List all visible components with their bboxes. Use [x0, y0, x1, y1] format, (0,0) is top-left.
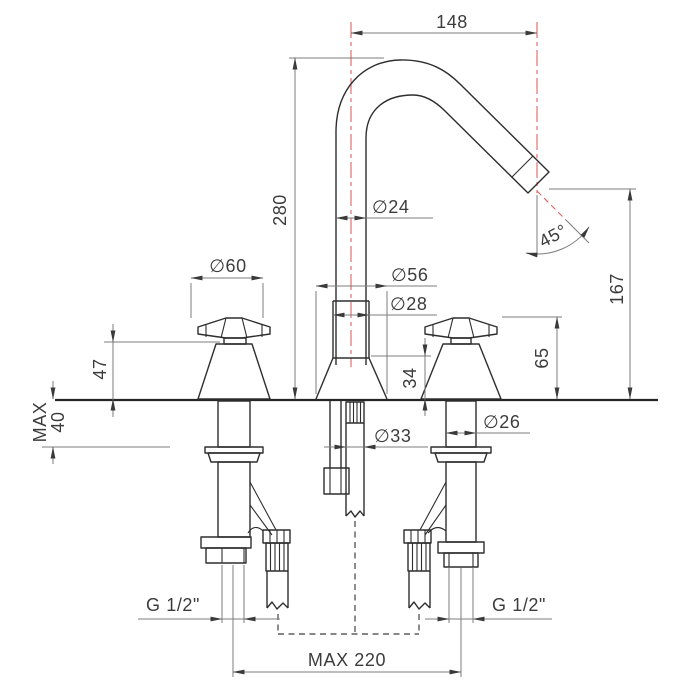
thread-section	[345, 401, 365, 424]
hose-curve	[427, 526, 447, 534]
popup-rod	[323, 401, 350, 495]
dim-deck-max-label: MAX	[30, 402, 50, 443]
dim-handle-height: 65	[532, 347, 552, 368]
centerlines	[350, 22, 567, 367]
dim-handle-clearance: 47	[90, 358, 110, 379]
dimensions: 148 280 ∅24 ∅60 ∅56 ∅28 65 47	[30, 12, 636, 677]
dim-spout-reach: 148	[436, 12, 468, 32]
left-handle	[197, 317, 271, 400]
dim-valve-shank-diameter: ∅26	[483, 412, 521, 432]
dim-handle-diameter: ∅60	[209, 256, 247, 276]
tailpiece	[437, 541, 485, 554]
dim-hole-spacing: MAX 220	[308, 650, 386, 670]
dim-spout-diameter: ∅24	[372, 197, 410, 217]
left-valve	[200, 400, 291, 610]
dim-spout-angle: 45°	[536, 220, 571, 251]
braided-hose	[407, 542, 431, 572]
dim-total-height: 280	[270, 194, 290, 226]
dim-base-diameter: ∅56	[391, 265, 429, 285]
right-handle	[420, 317, 502, 400]
outlet-shank	[345, 401, 365, 518]
braided-hose	[265, 542, 289, 572]
dim-outlet-shank-diameter: ∅33	[374, 426, 412, 446]
right-valve	[403, 400, 492, 610]
dim-deck-max-value: 40	[48, 411, 68, 432]
aerator-ring	[511, 155, 534, 178]
dim-body-height: 34	[400, 367, 420, 388]
center-body	[315, 300, 388, 400]
dim-thread-left: G 1/2"	[146, 595, 200, 615]
dim-thread-right: G 1/2"	[492, 595, 546, 615]
hose-curve	[247, 526, 264, 534]
dim-outlet-height: 167	[607, 273, 627, 305]
tailpiece	[200, 536, 252, 549]
dim-collar-diameter: ∅28	[390, 294, 428, 314]
spout	[335, 59, 550, 365]
hose-routing	[277, 521, 420, 635]
rod-knob	[323, 467, 350, 495]
